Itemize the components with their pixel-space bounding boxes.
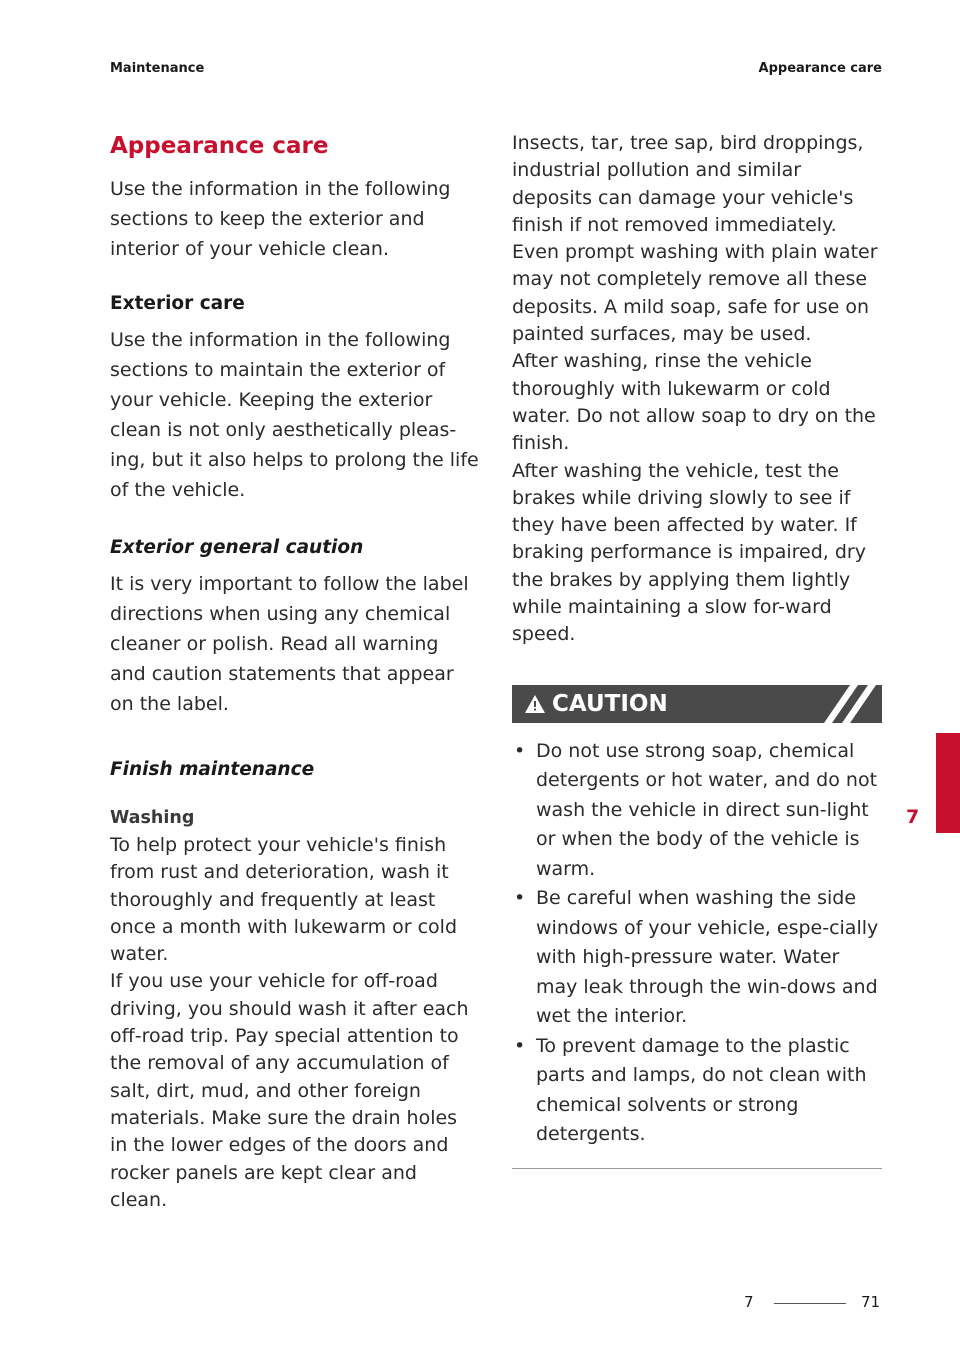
washing-paragraph-1: To help protect your vehicle's finish fr… — [110, 834, 458, 966]
caution-list-item: • To prevent damage to the plastic parts … — [512, 1032, 882, 1150]
caution-item-text: Be careful when washing the side windows… — [536, 887, 879, 1028]
exterior-general-caution-paragraph: It is very important to follow the label… — [110, 573, 469, 715]
warning-triangle-icon — [525, 694, 545, 713]
exterior-general-caution-heading: Exterior general caution — [110, 537, 364, 558]
exterior-care-heading: Exterior care — [110, 293, 245, 314]
chapter-tab — [936, 733, 960, 833]
page-title: Appearance care — [110, 133, 329, 159]
caution-end-rule — [512, 1167, 882, 1169]
intro-paragraph: Use the information in the following sec… — [110, 178, 451, 260]
footer-divider — [774, 1303, 846, 1304]
bullet-glyph: • — [514, 739, 526, 762]
footer-chapter-number: 7 — [744, 1293, 754, 1311]
caution-list: • Do not use strong soap, chemical deterg… — [512, 737, 882, 1150]
caution-list-item: • Be careful when washing the side window… — [512, 884, 882, 1032]
bullet-glyph: • — [514, 1034, 526, 1057]
running-header-section: Maintenance — [110, 61, 205, 76]
caution-banner: CAUTION — [512, 684, 882, 723]
right-column: Insects, tar, tree sap, bird droppings, … — [512, 130, 882, 1169]
exterior-care-paragraph: Use the information in the following sec… — [110, 329, 479, 501]
caution-slash-decoration — [824, 684, 876, 723]
finish-maintenance-heading: Finish maintenance — [110, 759, 315, 780]
left-column: Appearance care Use the information in t… — [110, 130, 480, 1214]
caution-title: CAUTION — [552, 690, 668, 717]
brakes-paragraph: After washing the vehicle, test the brak… — [512, 459, 866, 646]
footer-page-number: 71 — [861, 1293, 881, 1311]
rinse-paragraph: After washing, rinse the vehicle thoroug… — [512, 350, 876, 455]
caution-list-item: • Do not use strong soap, chemical deterg… — [512, 737, 882, 885]
chapter-tab-number: 7 — [906, 806, 920, 828]
running-header-topic: Appearance care — [758, 61, 882, 76]
deposits-paragraph: Insects, tar, tree sap, bird droppings, … — [512, 132, 878, 346]
bullet-glyph: • — [514, 887, 526, 910]
washing-paragraph-2: If you use your vehicle for off-road dri… — [110, 970, 469, 1211]
caution-item-text: Do not use strong soap, chemical deterge… — [536, 739, 878, 880]
washing-heading: Washing — [110, 808, 195, 828]
caution-item-text: To prevent damage to the plastic parts a… — [536, 1034, 867, 1146]
